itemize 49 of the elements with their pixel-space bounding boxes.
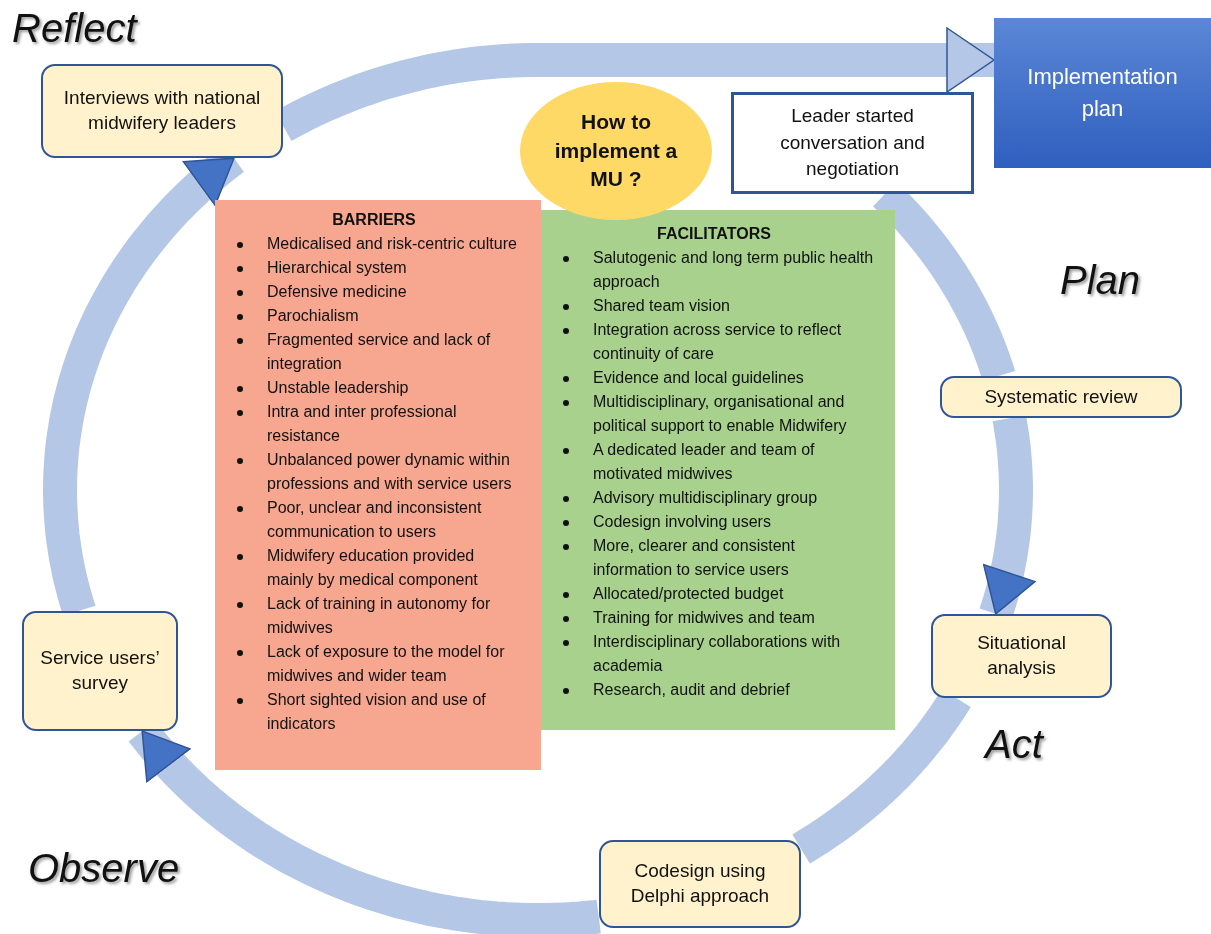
- step-box: [940, 376, 1182, 418]
- bullet-text: Interdisciplinary collaborations with academia: [593, 633, 841, 674]
- bullet-text: Poor, unclear and inconsistent communication to users: [267, 499, 482, 540]
- bullet-text: More, clearer and consistent information to service users: [593, 537, 795, 578]
- bullet-text: Evidence and local guidelines: [593, 369, 804, 386]
- bullet-text: Shared team vision: [593, 297, 730, 314]
- bullet-text: Multidisciplinary, organisational and political support to enable Midwifery: [593, 393, 847, 434]
- bullet-text: A dedicated leader and team of motivated midwives: [593, 441, 815, 482]
- box-text: Leader started conversation and negotiation: [779, 104, 926, 182]
- bullet-text: Unbalanced power dynamic within professions and with service users: [267, 451, 512, 492]
- box-text: Codesign using Delphi approach: [629, 859, 771, 908]
- phase-label: Plan: [1060, 258, 1141, 303]
- panel-heading: FACILITATORS: [656, 224, 772, 244]
- step-box: [41, 64, 283, 158]
- bullet-text: Training for midwives and team: [593, 609, 815, 626]
- phase-label: Observe: [28, 846, 180, 891]
- bullet-text: Medicalised and risk-centric culture: [267, 235, 517, 252]
- bullet-text: Lack of training in autonomy for midwives: [267, 595, 491, 636]
- panel-heading: BARRIERS: [331, 210, 417, 230]
- bullet-text: Integration across service to reflect continuity of care: [593, 321, 842, 362]
- bullet-text: Codesign involving users: [593, 513, 771, 530]
- facilitators-panel: [541, 210, 895, 730]
- box-text: Situational analysis: [976, 631, 1067, 680]
- bullet-text: Short sighted vision and use of indicators: [267, 691, 486, 732]
- box-text: Implementation plan: [1026, 63, 1179, 123]
- question-text: How to implement a MU ?: [553, 109, 679, 193]
- bullet-text: Fragmented service and lack of integration: [267, 331, 491, 372]
- bullet-text: Intra and inter professional resistance: [267, 403, 457, 444]
- box-text: Service users’ survey: [39, 646, 161, 695]
- box-text: Systematic review: [984, 384, 1138, 409]
- step-box: [599, 840, 801, 928]
- bullet-text: Midwifery education provided mainly by medical component: [267, 547, 478, 588]
- bullet-text: Advisory multidisciplinary group: [593, 489, 818, 506]
- bullet-text: Hierarchical system: [267, 259, 407, 276]
- bullet-text: Lack of exposure to the model for midwives and wider team: [267, 643, 505, 684]
- bullet-text: Salutogenic and long term public health approach: [593, 249, 874, 290]
- barriers-panel: [215, 200, 541, 770]
- step-box: [731, 92, 974, 194]
- bullet-text: Parochialism: [267, 307, 359, 324]
- bullet-text: Defensive medicine: [267, 283, 407, 300]
- step-box: [931, 614, 1112, 698]
- outcome-box: [994, 18, 1211, 168]
- bullet-text: Allocated/protected budget: [593, 585, 784, 602]
- phase-label: Reflect: [12, 6, 137, 51]
- bullet-text: Unstable leadership: [267, 379, 409, 396]
- bullet-text: Research, audit and debrief: [593, 681, 790, 698]
- step-box: [22, 611, 178, 731]
- phase-label: Act: [985, 722, 1043, 767]
- box-text: Interviews with national midwifery leaders: [62, 86, 262, 135]
